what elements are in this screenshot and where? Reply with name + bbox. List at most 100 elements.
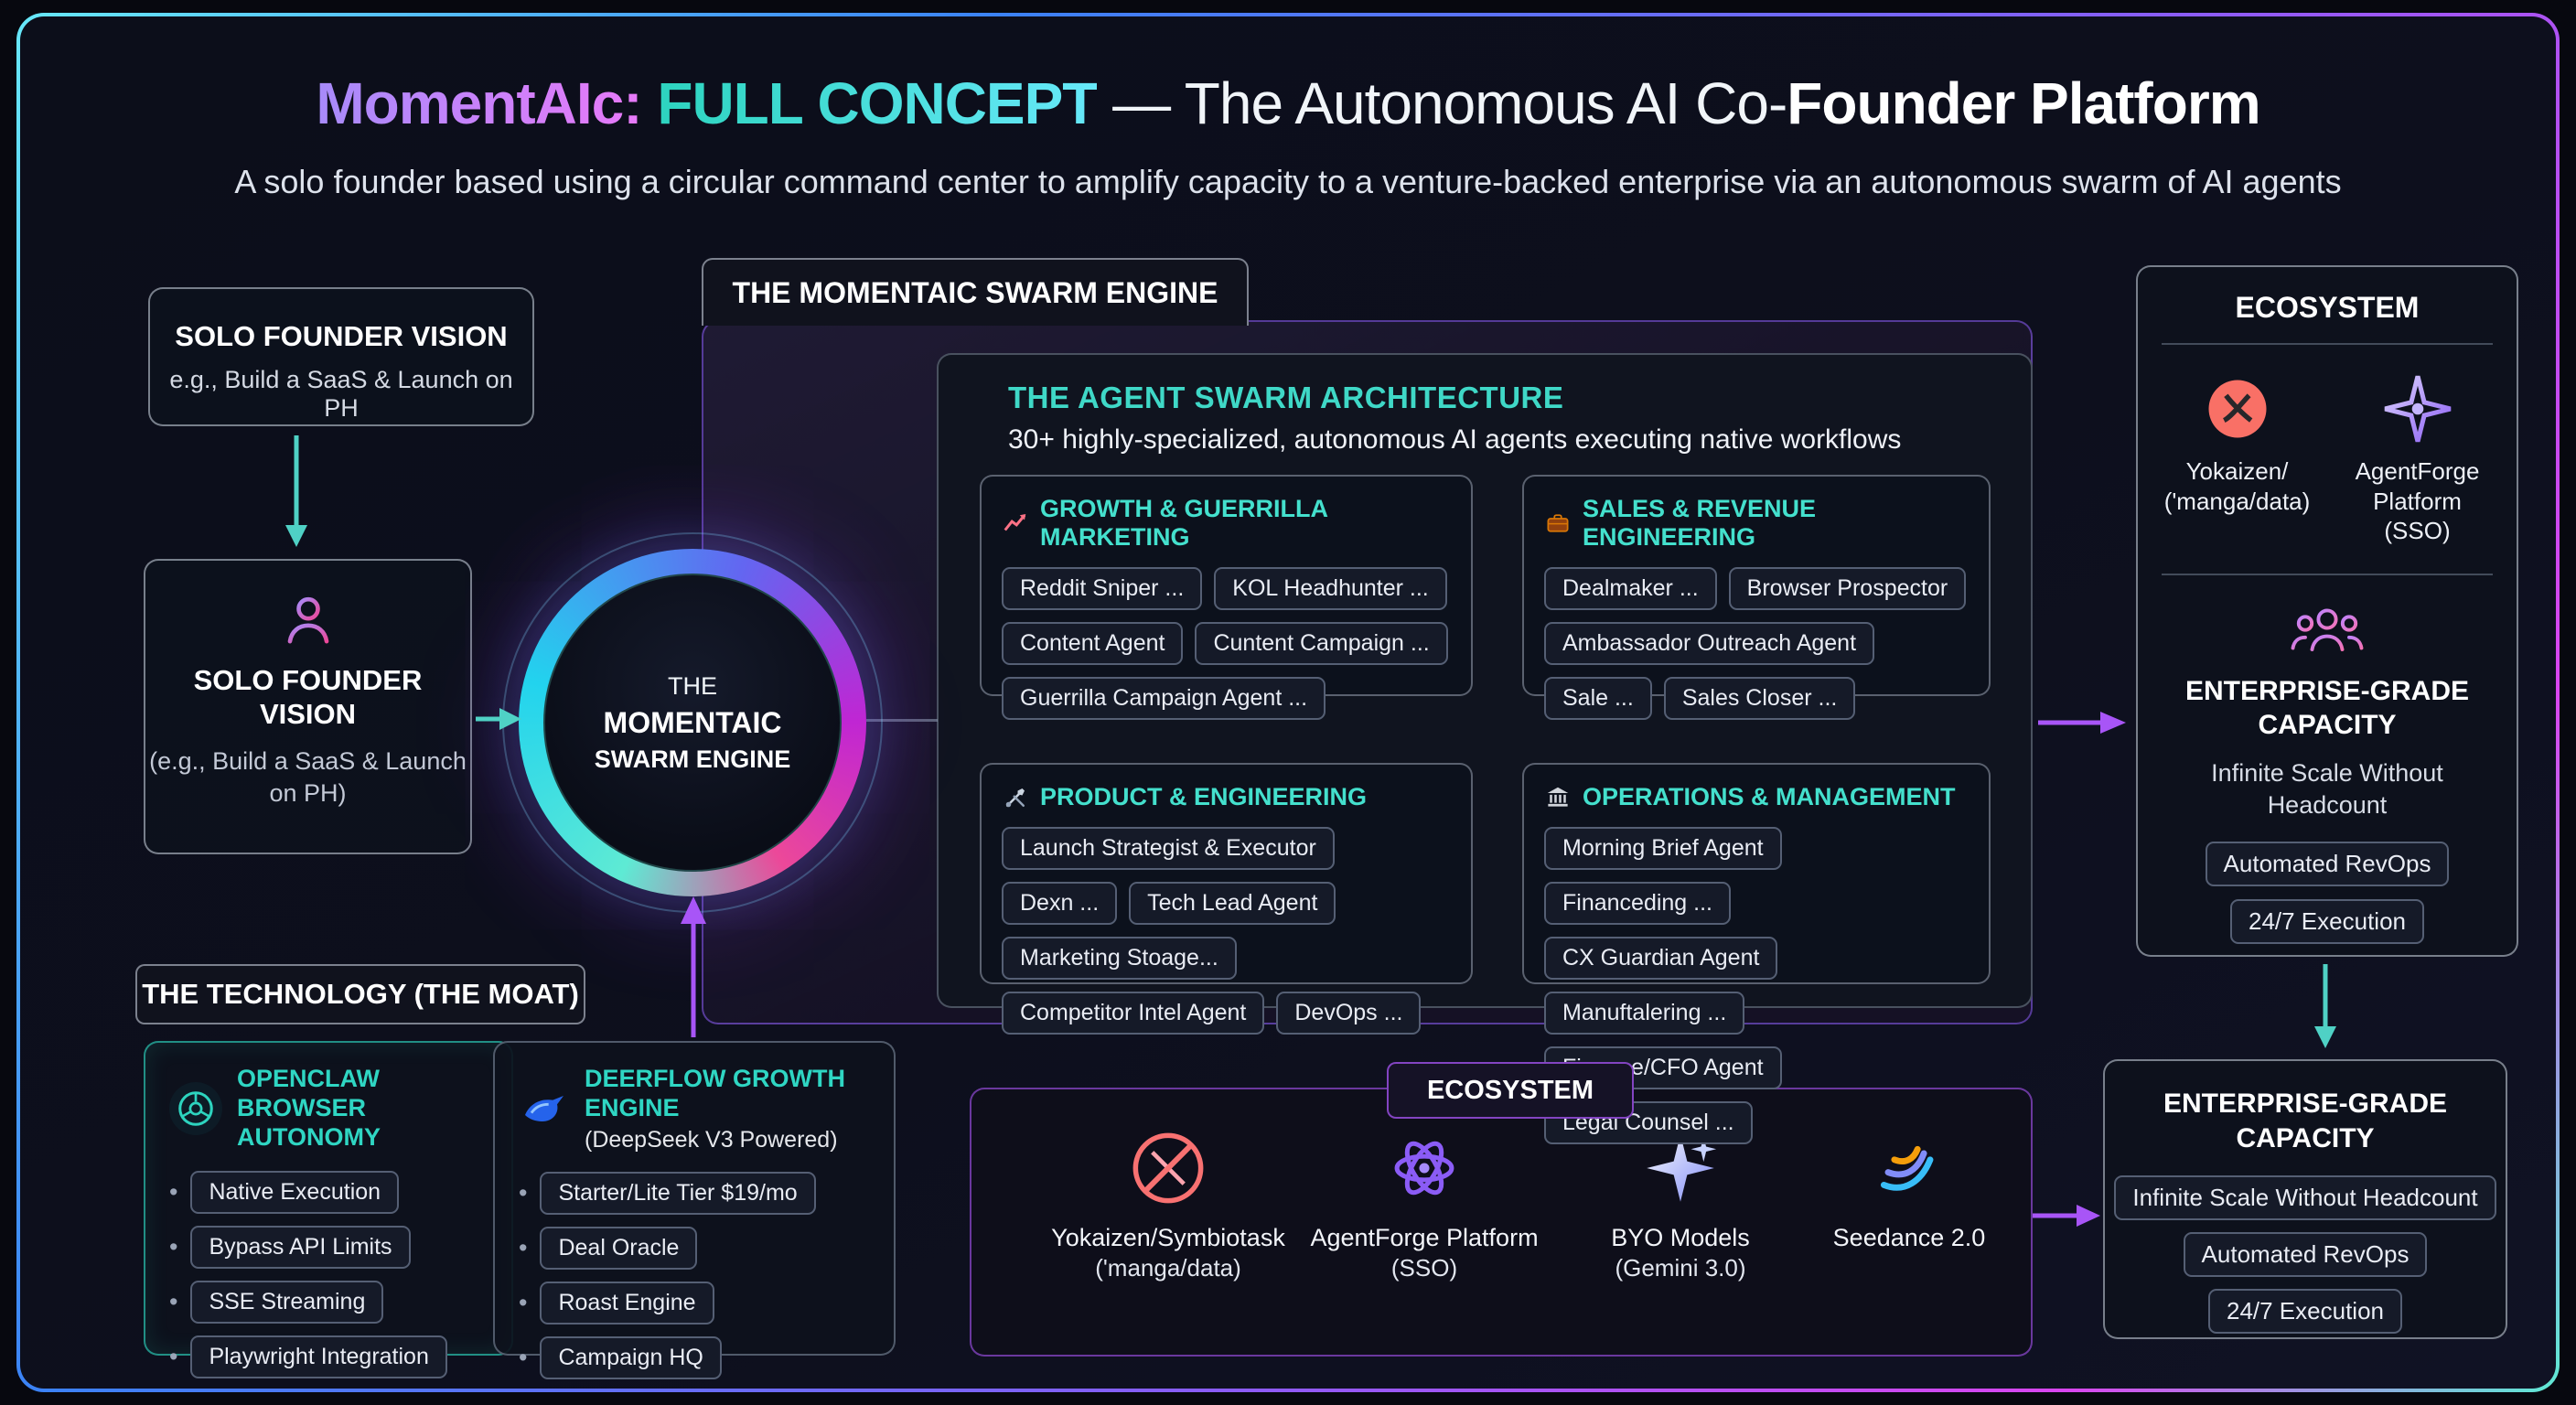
- person-icon: [145, 586, 470, 654]
- tech-feature-chip: Deal Oracle: [540, 1226, 698, 1270]
- deerflow-subtitle: (DeepSeek V3 Powered): [585, 1126, 838, 1153]
- partner-detail: (SSO): [2384, 517, 2451, 544]
- agent-chip: Launch Strategist & Executor: [1002, 827, 1335, 870]
- tech-feature-chip: Playwright Integration: [190, 1335, 447, 1378]
- quadrant-title: SALES & REVENUE ENGINEERING: [1583, 495, 1817, 551]
- title-brand: MomentAIc:: [316, 70, 642, 136]
- arrow-right-vision-to-engine: [476, 708, 521, 730]
- enterprise-capacity-card: ENTERPRISE-GRADE CAPACITY Infinite Scale…: [2103, 1059, 2507, 1339]
- bullet: •: [169, 1177, 178, 1206]
- ecosystem-item-yokaizen: Yokaizen/Symbiotask ('manga/data): [1051, 1126, 1285, 1282]
- quadrant-product-engineering: PRODUCT & ENGINEERING Launch Strategist …: [980, 763, 1473, 1035]
- ecosystem-item-detail: (Gemini 3.0): [1615, 1253, 1746, 1282]
- swarm-engine-tab: THE MOMENTAIC SWARM ENGINE: [702, 258, 1249, 326]
- page-title: MomentAIc: FULL CONCEPT — The Autonomous…: [20, 70, 2556, 137]
- capacity-card-title: ENTERPRISE-GRADE CAPACITY: [2163, 1089, 2448, 1153]
- vision-top-title: SOLO FOUNDER VISION: [175, 320, 508, 352]
- partner-yokaizen: Yokaizen/ ('manga/data): [2152, 370, 2322, 546]
- ecosystem-item-detail: (SSO): [1390, 1253, 1458, 1282]
- deerflow-card: DEERFLOW GROWTH ENGINE (DeepSeek V3 Powe…: [493, 1041, 896, 1379]
- chart-icon: [1002, 509, 1029, 537]
- tech-feature-chip: Native Execution: [190, 1170, 400, 1214]
- agent-chip: Manuftalering ...: [1544, 992, 1745, 1035]
- ecosystem-item-name: AgentForge Platform: [1310, 1224, 1539, 1251]
- engine-line3: SWARM ENGINE: [594, 745, 791, 773]
- divider: [2162, 573, 2493, 575]
- arrow-swarm-to-ecosystem: [2038, 712, 2126, 734]
- bullet: •: [519, 1233, 528, 1261]
- title-bold: Founder Platform: [1787, 70, 2260, 136]
- agent-chip: Dexn ...: [1002, 882, 1118, 925]
- engine-line1: THE: [668, 671, 717, 700]
- arrow-down-ecosystem-to-capacity: [2314, 964, 2336, 1048]
- sparkle-star-icon: [1638, 1126, 1723, 1210]
- openclaw-card: OPENCLAW BROWSER AUTONOMY •Native Execut…: [144, 1041, 513, 1378]
- agent-chip: Competitor Intel Agent: [1002, 992, 1265, 1035]
- engine-to-architecture-connector: [866, 719, 938, 722]
- architecture-subtitle: 30+ highly-specialized, autonomous AI ag…: [1008, 424, 1902, 455]
- agent-chip: Sales Closer ...: [1663, 677, 1856, 720]
- technology-section-tab: THE TECHNOLOGY (THE MOAT): [135, 964, 585, 1024]
- agentforge-knot-icon: [1382, 1126, 1466, 1210]
- vision-main-subtitle: (e.g., Build a SaaS & Launch on PH): [149, 747, 467, 808]
- enterprise-capacity-subtitle: Infinite Scale Without Headcount: [2211, 758, 2443, 819]
- agent-chip: Guerrilla Campaign Agent ...: [1002, 677, 1326, 720]
- agent-chip: Marketing Stoage...: [1002, 937, 1237, 980]
- momentaic-swarm-engine-circle: THE MOMENTAIC SWARM ENGINE: [502, 532, 883, 913]
- bullet: •: [169, 1287, 178, 1315]
- quadrant-title: OPERATIONS & MANAGEMENT: [1583, 783, 1956, 810]
- agent-chip: Financeding ...: [1544, 882, 1731, 925]
- seedance-icon: [1867, 1126, 1951, 1210]
- capacity-chip: 24/7 Execution: [2207, 1289, 2402, 1334]
- engine-line2: MOMENTAIC: [603, 705, 782, 739]
- arrow-down-vision: [285, 435, 307, 547]
- ecosystem-item-name: Yokaizen/Symbiotask: [1051, 1224, 1285, 1251]
- diagram-frame: MomentAIc: FULL CONCEPT — The Autonomous…: [16, 13, 2560, 1392]
- ecosystem-item-seedance: Seedance 2.0: [1795, 1126, 2023, 1254]
- quadrant-sales-revenue: SALES & REVENUE ENGINEERING Dealmaker ..…: [1522, 475, 1991, 720]
- capacity-chip: 24/7 Execution: [2229, 898, 2424, 944]
- title-concept: FULL CONCEPT: [657, 70, 1098, 136]
- title-middle: — The Autonomous AI Co-: [1112, 70, 1787, 136]
- agent-chip: Ambassador Outreach Agent: [1544, 622, 1875, 665]
- ecosystem-bottom-tab: ECOSYSTEM: [1387, 1062, 1634, 1119]
- capacity-chip: Infinite Scale Without Headcount: [2114, 1175, 2496, 1220]
- partner-name: AgentForge Platform: [2355, 457, 2480, 515]
- arrow-ecosystem-to-capacity: [2033, 1205, 2100, 1227]
- ecosystem-right-panel: ECOSYSTEM Yokaizen/ ('manga/data): [2136, 265, 2518, 957]
- agent-chip: Reddit Sniper ...: [1002, 567, 1203, 610]
- agent-chip: Morning Brief Agent: [1544, 827, 1782, 870]
- capacity-chip: Automated RevOps: [2205, 841, 2450, 886]
- agent-chip: KOL Headhunter ...: [1214, 567, 1447, 610]
- quadrant-title: GROWTH & GUERRILLA MARKETING: [1040, 495, 1327, 551]
- tech-feature-chip: Roast Engine: [540, 1281, 714, 1325]
- agent-swarm-architecture-panel: THE AGENT SWARM ARCHITECTURE 30+ highly-…: [937, 353, 2033, 1144]
- tools-icon: [1002, 784, 1029, 811]
- partner-name: Yokaizen/: [2185, 457, 2289, 485]
- tech-feature-chip: SSE Streaming: [190, 1280, 384, 1324]
- deerflow-title: DEERFLOW GROWTH ENGINE: [585, 1065, 845, 1121]
- bullet: •: [519, 1343, 528, 1371]
- bullet: •: [169, 1232, 178, 1260]
- solo-founder-vision-card: SOLO FOUNDER VISION e.g., Build a SaaS &…: [148, 287, 534, 426]
- enterprise-capacity-title: ENTERPRISE-GRADE CAPACITY: [2184, 675, 2470, 741]
- partner-detail: ('manga/data): [2163, 487, 2311, 515]
- bullet: •: [519, 1178, 528, 1207]
- engine-circle-core: THE MOMENTAIC SWARM ENGINE: [543, 574, 842, 872]
- quadrant-title: PRODUCT & ENGINEERING: [1040, 783, 1368, 810]
- ecosystem-item-detail: ('manga/data): [1095, 1253, 1241, 1282]
- tech-feature-chip: Bypass API Limits: [190, 1225, 411, 1269]
- yokaizen-icon: [1126, 1126, 1210, 1210]
- ecosystem-item-name: BYO Models: [1611, 1224, 1750, 1251]
- quadrant-operations-management: OPERATIONS & MANAGEMENT Morning Brief Ag…: [1522, 763, 1991, 1144]
- deerflow-icon: [519, 1083, 570, 1134]
- divider: [2162, 343, 2493, 345]
- agent-chip: Tech Lead Agent: [1129, 882, 1336, 925]
- bullet: •: [519, 1288, 528, 1316]
- quadrant-growth-marketing: GROWTH & GUERRILLA MARKETING Reddit Snip…: [980, 475, 1473, 720]
- agent-chip: DevOps ...: [1276, 992, 1422, 1035]
- briefcase-icon: [1544, 509, 1572, 537]
- capacity-chip: Automated RevOps: [2183, 1232, 2428, 1277]
- ecosystem-item-byo-models: BYO Models (Gemini 3.0): [1566, 1126, 1795, 1282]
